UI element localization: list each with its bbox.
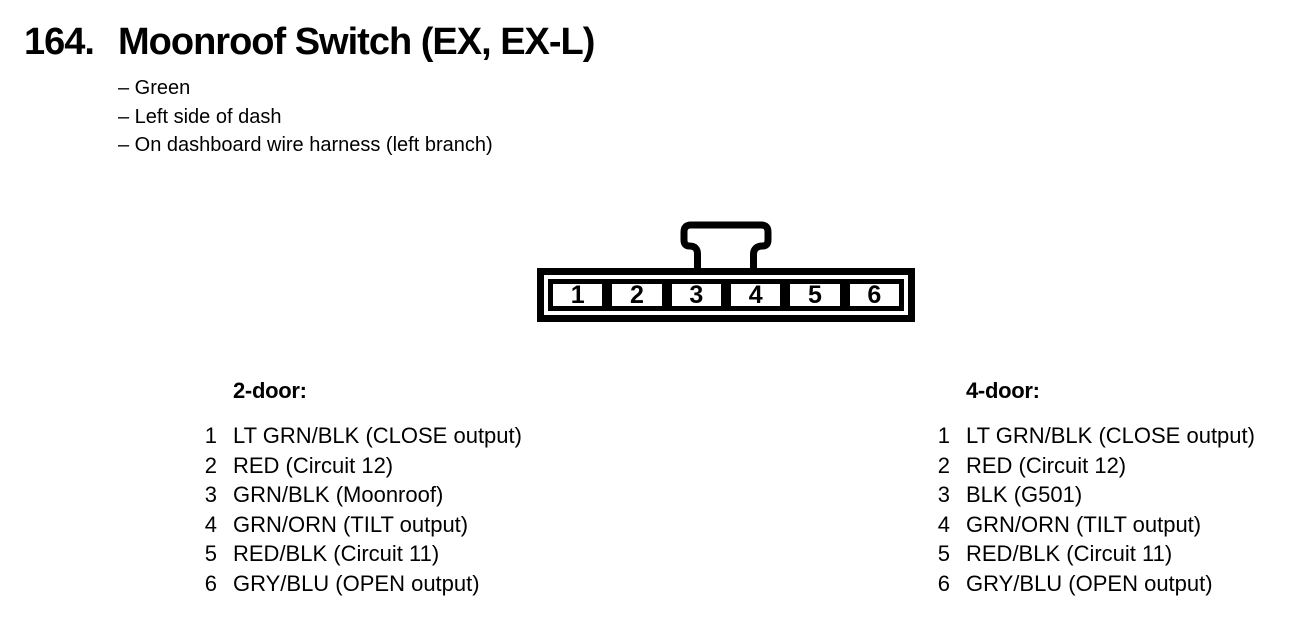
pin-cavity-5: 5: [785, 279, 845, 311]
pinout-row: 2 RED (Circuit 12): [195, 451, 522, 481]
section-number: 164.: [24, 21, 95, 63]
pin-number: 5: [937, 541, 950, 566]
pin-number: 6: [204, 570, 217, 596]
pinout-row: 4 GRN/ORN (TILT output): [928, 510, 1255, 540]
pinout-row: 3 GRN/BLK (Moonroof): [195, 480, 522, 510]
pin-cavity-2: 2: [607, 279, 667, 311]
pinout-row: 1 LT GRN/BLK (CLOSE output): [928, 421, 1255, 451]
pin-cavity-1: 1: [548, 279, 608, 311]
pin-number: 3: [204, 482, 217, 507]
pinout-row: 6 GRY/BLU (OPEN output): [928, 569, 1255, 599]
pinout-row: 4 GRN/ORN (TILT output): [195, 510, 522, 540]
wire-description: GRY/BLU (OPEN output): [233, 570, 480, 596]
pinout-row: 5 RED/BLK (Circuit 11): [928, 539, 1255, 569]
pin-number: 3: [937, 482, 950, 507]
pin-number: 2: [204, 452, 217, 478]
wire-description: GRN/BLK (Moonroof): [233, 482, 444, 507]
note-line: – On dashboard wire harness (left branch…: [118, 134, 493, 156]
pinout-row: 6 GRY/BLU (OPEN output): [195, 569, 522, 599]
pinout-rows: 1 LT GRN/BLK (CLOSE output) 2 RED (Circuit …: [195, 421, 522, 598]
pin-cavity-4: 4: [725, 279, 786, 311]
pin-number: 1: [937, 423, 950, 448]
page-title: Moonroof Switch (EX, EX-L): [118, 21, 595, 63]
pin-number: 4: [937, 511, 950, 537]
pin-cavity-3: 3: [666, 279, 726, 311]
pin-number: 1: [204, 423, 217, 448]
pinout-heading: 2-door:: [233, 378, 307, 403]
pin-number: 6: [937, 570, 950, 596]
pin-cavity-6: 6: [844, 279, 904, 311]
wire-description: LT GRN/BLK (CLOSE output): [233, 423, 522, 448]
pinout-rows: 1 LT GRN/BLK (CLOSE output) 2 RED (Circuit …: [928, 421, 1255, 598]
wire-description: LT GRN/BLK (CLOSE output): [966, 423, 1255, 448]
pin-number: 2: [937, 452, 950, 478]
wire-description: BLK (G501): [966, 482, 1083, 507]
pin-number: 4: [204, 511, 217, 537]
connector-notes: – Green – Left side of dash – On dashboard…: [118, 74, 493, 160]
connector-lock-tab-icon: [680, 221, 772, 268]
wire-description: RED (Circuit 12): [233, 452, 394, 478]
pinout-row: 3 BLK (G501): [928, 480, 1255, 510]
pin-number: 5: [204, 541, 217, 566]
wire-description: RED/BLK (Circuit 11): [233, 541, 440, 566]
pinout-heading: 4-door:: [966, 378, 1040, 403]
pinout-4-door: 4-door: 1 LT GRN/BLK (CLOSE output) 2 RED (C…: [928, 379, 1255, 598]
wire-description: GRN/ORN (TILT output): [233, 511, 469, 537]
wire-description: GRY/BLU (OPEN output): [966, 570, 1213, 596]
note-line: – Green: [118, 77, 191, 99]
wire-description: RED/BLK (Circuit 11): [966, 541, 1173, 566]
wire-description: GRN/ORN (TILT output): [966, 511, 1202, 537]
pinout-row: 5 RED/BLK (Circuit 11): [195, 539, 522, 569]
note-line: – Left side of dash: [118, 105, 282, 128]
wire-description: RED (Circuit 12): [966, 452, 1127, 478]
pinout-row: 2 RED (Circuit 12): [928, 451, 1255, 481]
pinout-2-door: 2-door: 1 LT GRN/BLK (CLOSE output) 2 RED (C…: [195, 379, 522, 598]
pinout-row: 1 LT GRN/BLK (CLOSE output): [195, 421, 522, 451]
